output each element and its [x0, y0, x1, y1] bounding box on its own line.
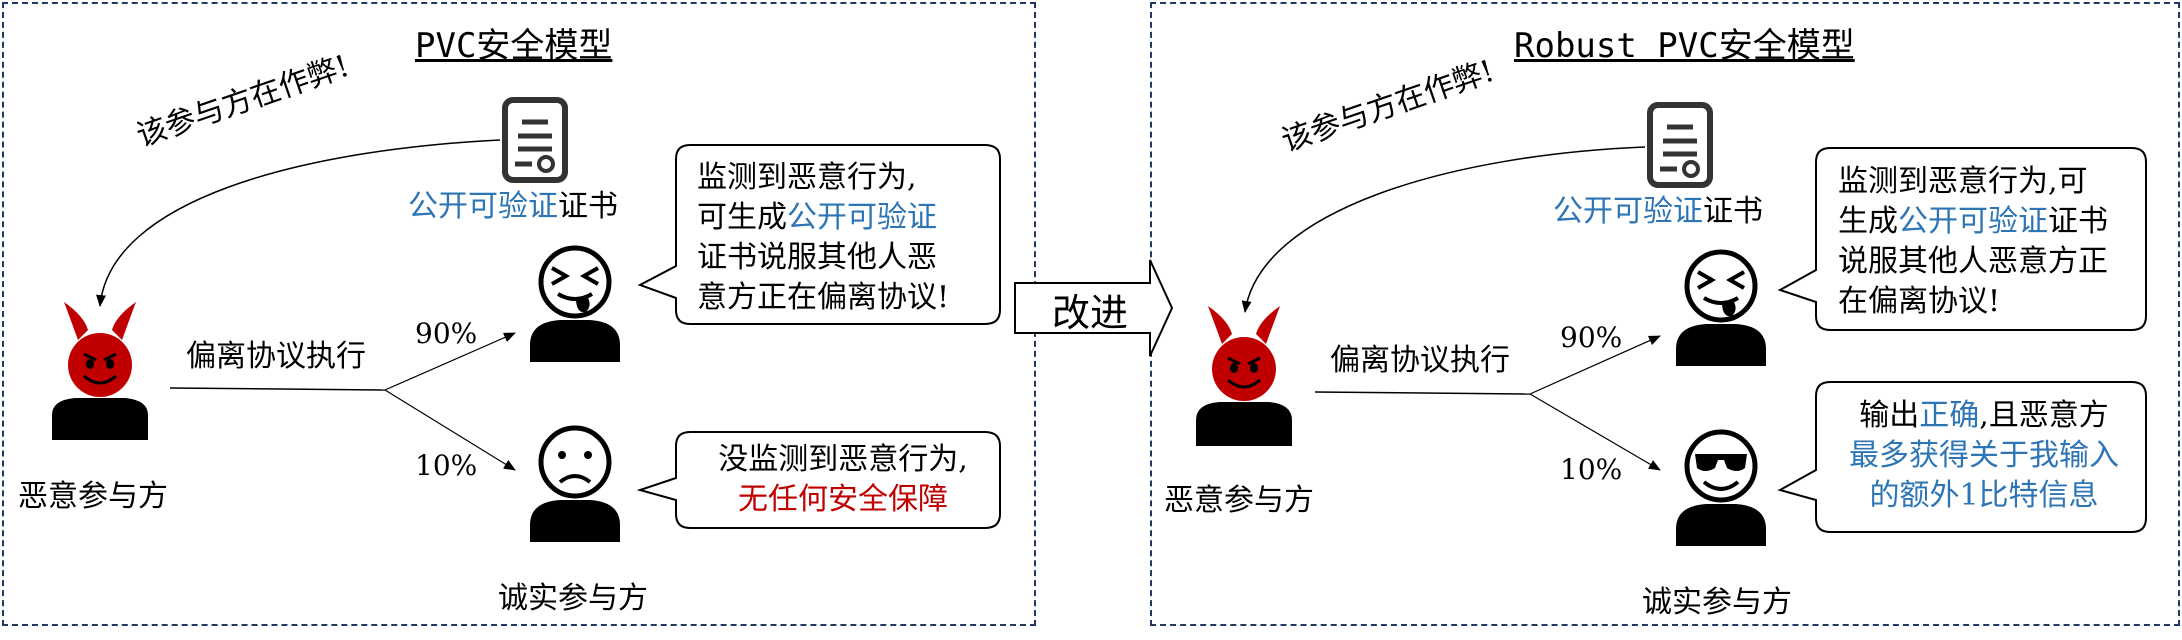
devil-icon-right [1196, 306, 1292, 446]
certificate-icon [502, 97, 568, 183]
malicious-party-label-right: 恶意参与方 [1164, 483, 1314, 518]
speech-bubble-bottom [636, 431, 1001, 529]
bubble-top-text-right: 监测到恶意行为,可 生成公开可验证证书 说服其他人恶意方正 在偏离协议! [1838, 164, 2108, 319]
left-panel-title: PVC安全模型 [415, 26, 613, 66]
honest-party-label-right: 诚实参与方 [1642, 585, 1792, 620]
pct-low-label: 10% [415, 449, 478, 482]
right-panel-title: Robust PVC安全模型 [1514, 26, 1855, 66]
certificate-label: 公开可验证证书 [408, 189, 618, 224]
honest-party-sunglasses-icon [1676, 429, 1766, 546]
bubble-bottom-text-right: 输出正确,且恶意方 最多获得关于我输入 的额外1比特信息 [1849, 398, 2119, 513]
pct-low-label-right: 10% [1560, 453, 1623, 486]
certificate-label-right: 公开可验证证书 [1553, 194, 1763, 229]
accuse-arrow [96, 139, 501, 307]
certificate-icon-right [1647, 102, 1713, 188]
honest-party-tongue-icon [530, 245, 620, 362]
deviate-label: 偏离协议执行 [186, 339, 366, 374]
devil-icon [52, 302, 148, 440]
accuse-arrow-right [1241, 146, 1646, 313]
improve-arrow [1014, 259, 1174, 357]
malicious-party-label: 恶意参与方 [18, 479, 168, 514]
bubble-bottom-text: 没监测到恶意行为, 无任何安全保障 [718, 442, 968, 517]
honest-party-label: 诚实参与方 [498, 581, 648, 616]
deviate-label-right: 偏离协议执行 [1330, 343, 1510, 378]
pct-high-label: 90% [415, 317, 478, 350]
honest-party-sad-icon [530, 425, 620, 542]
bubble-top-text: 监测到恶意行为, 可生成公开可验证 证书说服其他人恶 意方正在偏离协议! [697, 160, 950, 315]
speech-bubble-bottom-right [1777, 381, 2147, 533]
speech-bubble-top [637, 144, 1001, 325]
improve-label: 改进 [1052, 291, 1129, 335]
pct-high-label-right: 90% [1560, 321, 1623, 354]
speech-bubble-top-right [1777, 147, 2147, 331]
honest-party-tongue-icon-right [1676, 249, 1766, 366]
